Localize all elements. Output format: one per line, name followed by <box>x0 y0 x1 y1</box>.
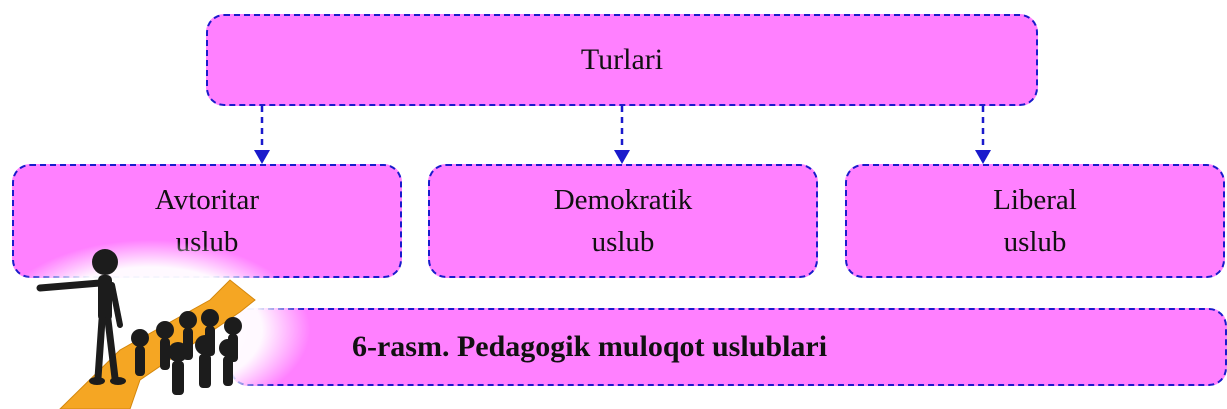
node-avtoritar-line1: Avtoritar <box>154 184 260 216</box>
top-node-turlari: Turlari <box>206 14 1038 106</box>
arrowhead-3 <box>975 150 991 164</box>
node-liberal-line1: Liberal <box>993 184 1077 216</box>
node-demokratik-line1: Demokratik <box>553 184 693 216</box>
node-liberal-line2: uslub <box>1003 226 1067 258</box>
arrowhead-1 <box>254 150 270 164</box>
arrowhead-2 <box>614 150 630 164</box>
node-liberal: Liberal uslub <box>845 164 1225 278</box>
figure-caption: 6-rasm. Pedagogik muloqot uslublari <box>352 330 828 363</box>
node-demokratik-line2: uslub <box>591 226 655 258</box>
node-demokratik: Demokratik uslub <box>428 164 818 278</box>
caption-box: 6-rasm. Pedagogik muloqot uslublari <box>230 308 1227 386</box>
top-node-label: Turlari <box>580 43 664 76</box>
